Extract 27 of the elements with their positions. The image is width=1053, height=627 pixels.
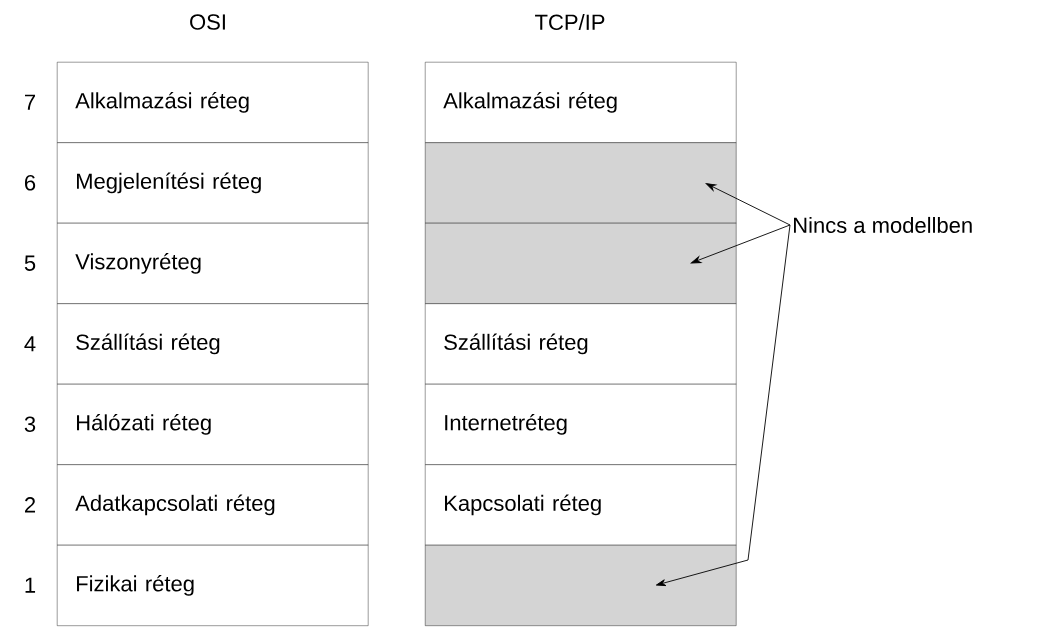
layer-box: Szállítási réteg <box>57 303 369 385</box>
column-heading: OSI <box>190 14 225 30</box>
empty-layer-box <box>425 545 737 626</box>
layer-box: Internetréteg <box>425 384 737 465</box>
layer-box: Alkalmazási réteg <box>57 62 369 143</box>
layer-number: 1 <box>25 577 36 593</box>
layer-box: Megjelenítési réteg <box>57 142 369 224</box>
layer-box: Adatkapcsolati réteg <box>57 464 369 546</box>
layer-number: 6 <box>25 175 36 191</box>
empty-layer-box <box>425 142 737 224</box>
layer-box: Szállítási réteg <box>425 303 737 385</box>
note-text: Nincs a modellben <box>794 216 972 234</box>
layer-number: 2 <box>25 497 35 513</box>
layer-box: Viszonyréteg <box>57 223 369 304</box>
layer-box: Alkalmazási réteg <box>425 62 737 143</box>
layer-number: 5 <box>24 255 36 271</box>
layer-box: Hálózati réteg <box>57 384 369 465</box>
arrow <box>690 224 791 264</box>
empty-layer-box <box>425 223 737 304</box>
arrow <box>655 224 791 587</box>
layer-number: 7 <box>25 94 35 110</box>
layer-box: Kapcsolati réteg <box>425 464 737 546</box>
layer-box: Fizikai réteg <box>57 545 369 626</box>
layer-number: 4 <box>24 336 36 352</box>
arrow <box>705 183 791 226</box>
column-heading: TCP/IP <box>535 13 605 31</box>
layer-number: 3 <box>24 416 36 432</box>
